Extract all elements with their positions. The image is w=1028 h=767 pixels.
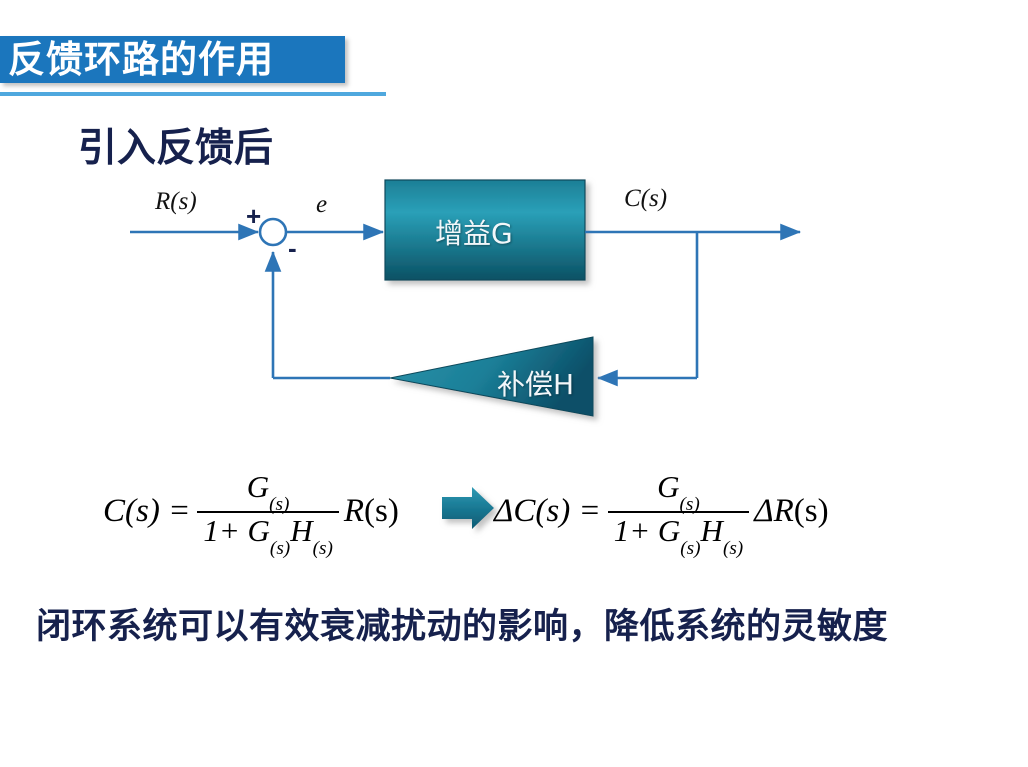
plus-sign-label: +: [246, 201, 262, 231]
den-mid: H: [290, 512, 313, 548]
equation-left-fraction: G(s) 1+ G(s)H(s): [197, 469, 339, 559]
den2-sub1: (s): [680, 537, 701, 559]
equation-left-numerator: G(s): [241, 469, 296, 515]
num-G2-sub: (s): [679, 493, 700, 515]
equation-right-lhs: ΔC(s) =: [494, 493, 601, 530]
equation-right-rhs: ΔR(s): [754, 493, 828, 530]
error-signal-label: e: [316, 191, 328, 218]
den2-mid: H: [700, 512, 723, 548]
den-sub1: (s): [269, 537, 291, 559]
gain-block-label: 增益G: [435, 217, 513, 250]
summing-junction-circle: [258, 217, 288, 247]
output-signal-label: C(s): [624, 185, 668, 212]
equation-left-rhs: R(s): [344, 493, 399, 530]
equation-right-numerator: G(s): [651, 469, 706, 515]
page-title: 反馈环路的作用: [8, 39, 274, 80]
feedback-block-label: 补偿H: [497, 368, 575, 401]
equation-closed-loop: C(s) = G(s) 1+ G(s)H(s) R(s): [103, 469, 399, 559]
rhs-dR: ΔR: [754, 493, 794, 530]
equation-left-lhs: C(s) =: [103, 493, 191, 530]
rhs-R: R: [343, 493, 365, 530]
equation-transition-arrow: [442, 487, 494, 529]
equation-right-fraction: G(s) 1+ G(s)H(s): [607, 469, 750, 559]
conclusion-text: 闭环系统可以有效衰减扰动的影响，降低系统的灵敏度: [36, 607, 889, 646]
title-underline-rule: [0, 92, 386, 96]
equation-left-fraction-bar: [197, 510, 339, 513]
input-signal-label: R(s): [155, 188, 197, 215]
minus-sign-label: -: [288, 233, 297, 263]
num-G-sub: (s): [269, 493, 290, 515]
equation-right-fraction-bar: [607, 510, 750, 513]
equation-right-denominator: 1+ G(s)H(s): [608, 512, 749, 559]
den2-sub2: (s): [722, 537, 744, 559]
den2-pre: 1+ G: [613, 512, 681, 548]
den-sub2: (s): [312, 537, 333, 559]
equation-left-denominator: 1+ G(s)H(s): [197, 512, 338, 559]
rhs-R-arg: (s): [364, 493, 399, 530]
equation-disturbance: ΔC(s) = G(s) 1+ G(s)H(s) ΔR(s): [494, 469, 829, 559]
num-G2: G: [657, 469, 680, 504]
title-banner: [0, 36, 345, 83]
num-G: G: [246, 469, 270, 504]
rhs-dR-arg: (s): [793, 493, 829, 530]
subtitle-heading: 引入反馈后: [78, 127, 274, 170]
den-pre: 1+ G: [203, 512, 270, 548]
